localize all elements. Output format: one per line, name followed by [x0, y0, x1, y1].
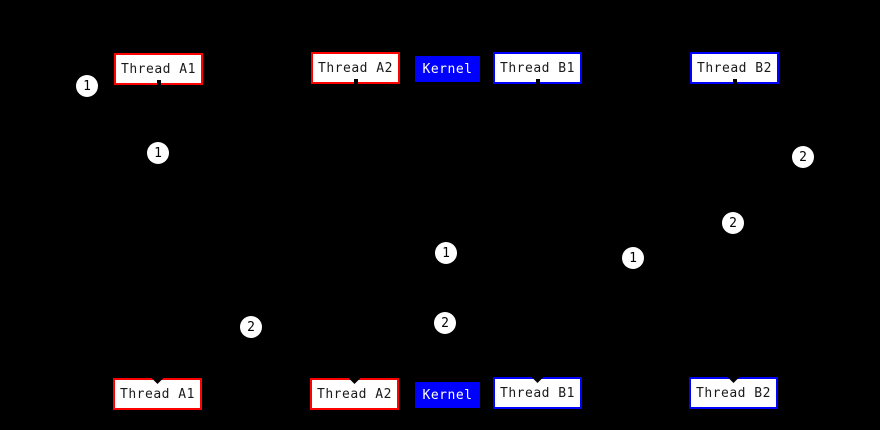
node-label: Thread B1: [500, 385, 575, 401]
lifeline-tick: [732, 79, 737, 84]
node-thread-a1-bottom: Thread A1: [113, 378, 202, 410]
edge-arrowhead-notch: [531, 377, 544, 383]
edge-arrowhead-notch: [348, 378, 361, 384]
edge-arrowhead-notch: [727, 377, 740, 383]
node-thread-b2-top: Thread B2: [690, 52, 779, 84]
node-label: Thread A2: [317, 386, 392, 402]
node-thread-a2-top: Thread A2: [311, 52, 400, 84]
node-thread-b2-bottom: Thread B2: [689, 377, 778, 409]
node-kernel-top: Kernel: [415, 56, 480, 82]
node-thread-b1-top: Thread B1: [493, 52, 582, 84]
node-kernel-bottom: Kernel: [415, 382, 480, 408]
lifeline-tick: [535, 79, 540, 84]
step-badge: 1: [76, 75, 98, 97]
step-badge: 2: [240, 316, 262, 338]
step-badge: 1: [435, 242, 457, 264]
edge-arrowhead-notch: [151, 378, 164, 384]
step-badge: 2: [722, 212, 744, 234]
node-thread-a2-bottom: Thread A2: [310, 378, 399, 410]
node-thread-a1-top: Thread A1: [114, 53, 203, 85]
node-thread-b1-bottom: Thread B1: [493, 377, 582, 409]
step-badge: 1: [147, 142, 169, 164]
step-badge: 2: [434, 312, 456, 334]
step-badge: 1: [622, 247, 644, 269]
step-badge: 2: [792, 146, 814, 168]
node-label: Thread B2: [697, 60, 772, 76]
node-label: Kernel: [422, 387, 473, 403]
node-label: Kernel: [422, 61, 473, 77]
lifeline-tick: [353, 79, 358, 84]
node-label: Thread A1: [120, 386, 195, 402]
node-label: Thread B2: [696, 385, 771, 401]
node-label: Thread B1: [500, 60, 575, 76]
lifeline-tick: [156, 80, 161, 85]
node-label: Thread A2: [318, 60, 393, 76]
node-label: Thread A1: [121, 61, 196, 77]
